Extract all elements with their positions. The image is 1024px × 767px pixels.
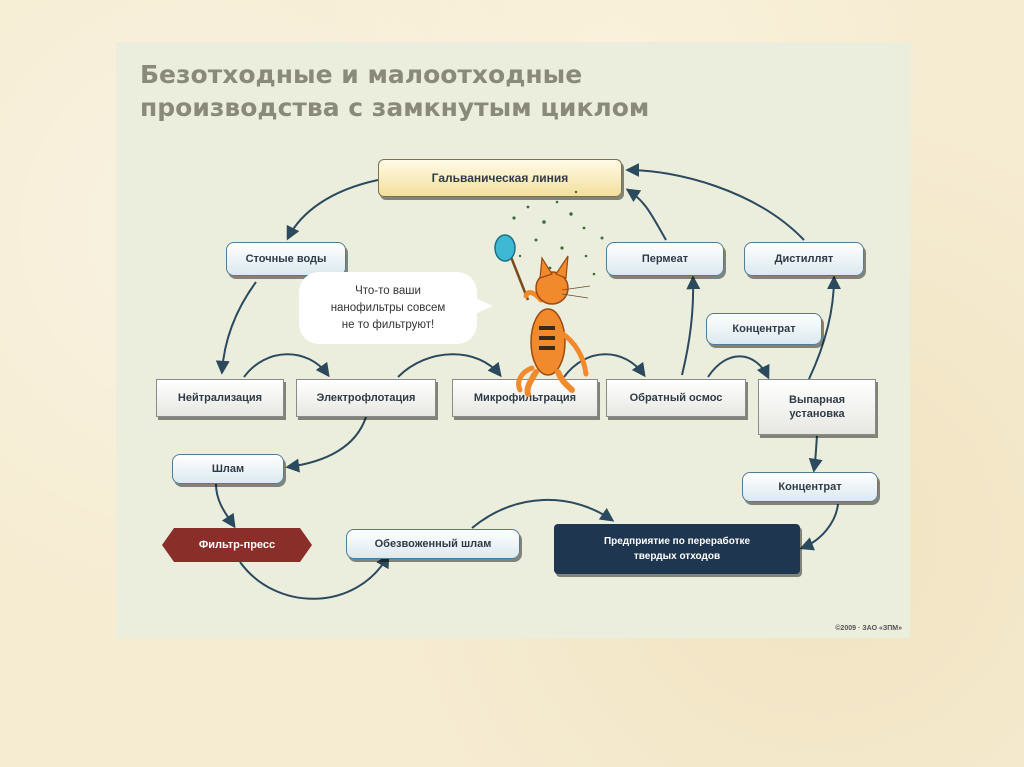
- title-line-2: производства с замкнутым циклом: [140, 93, 650, 122]
- node-dewatered-sludge: Обезвоженный шлам: [346, 529, 520, 559]
- arrow-dewatered-to-enterprise: [471, 498, 615, 529]
- arrow-filterpress-to-dewatered: [239, 553, 390, 600]
- arrow-sludge-to-filterpress: [215, 483, 236, 529]
- node-electroflotation: Электрофлотация: [296, 379, 436, 417]
- copyright-note: ©2009 · ЗАО «ЗПМ»: [835, 625, 902, 632]
- arrow-neutralization-to-electroflotation: [243, 353, 330, 378]
- title-line-1: Безотходные и малоотходные: [140, 60, 583, 89]
- node-evaporator-line-2: установка: [789, 408, 845, 420]
- arrow-distillate-to-galvanic: [625, 163, 805, 241]
- speech-bubble: Что-то ваши нанофильтры совсем не то фил…: [299, 272, 493, 344]
- node-microfiltration: Микрофильтрация: [452, 379, 598, 417]
- arrow-galvanic-to-wastewater: [286, 179, 379, 241]
- node-reverse-osmosis: Обратный осмос: [606, 379, 746, 417]
- node-concentrate-upper: Концентрат: [706, 313, 822, 345]
- arrow-osmosis-to-permeate: [681, 275, 701, 376]
- node-enterprise-line-1: Предприятие по переработке: [603, 536, 751, 547]
- node-concentrate-lower: Концентрат: [742, 472, 878, 502]
- node-sludge: Шлам: [172, 454, 284, 484]
- node-neutralization: Нейтрализация: [156, 379, 284, 417]
- arrow-permeate-to-galvanic: [625, 188, 667, 241]
- node-evaporator: Выпарная установка: [758, 379, 876, 435]
- arrow-electroflotation-to-microfiltration: [397, 353, 502, 378]
- node-enterprise-line-2: твердых отходов: [633, 551, 721, 562]
- speech-line-3: не то фильтруют!: [341, 318, 435, 331]
- node-evaporator-line-1: Выпарная: [789, 394, 845, 406]
- arrow-concentrate-to-enterprise: [799, 503, 839, 551]
- node-wastewater: Сточные воды: [226, 242, 346, 276]
- node-waste-processing-enterprise: Предприятие по переработке твердых отход…: [554, 524, 800, 574]
- node-galvanic-line: Гальваническая линия: [378, 159, 622, 197]
- arrow-evaporator-to-distillate: [808, 275, 841, 380]
- page-title: Безотходные и малоотходные производства …: [140, 58, 649, 124]
- speech-line-2: нанофильтры совсем: [330, 301, 446, 314]
- arrow-osmosis-to-evaporator: [707, 355, 770, 380]
- arrow-electroflotation-to-sludge: [285, 416, 367, 473]
- node-permeate: Пермеат: [606, 242, 724, 276]
- speech-line-1: Что-то ваши: [355, 284, 421, 297]
- node-filter-press: Фильтр-пресс: [162, 528, 312, 562]
- arrow-microfiltration-to-osmosis: [563, 353, 646, 378]
- arrow-wastewater-to-neutralization: [215, 281, 257, 375]
- arrow-evaporator-to-concentrate: [808, 435, 823, 473]
- slide: Безотходные и малоотходные производства …: [116, 42, 910, 638]
- node-distillate: Дистиллят: [744, 242, 864, 276]
